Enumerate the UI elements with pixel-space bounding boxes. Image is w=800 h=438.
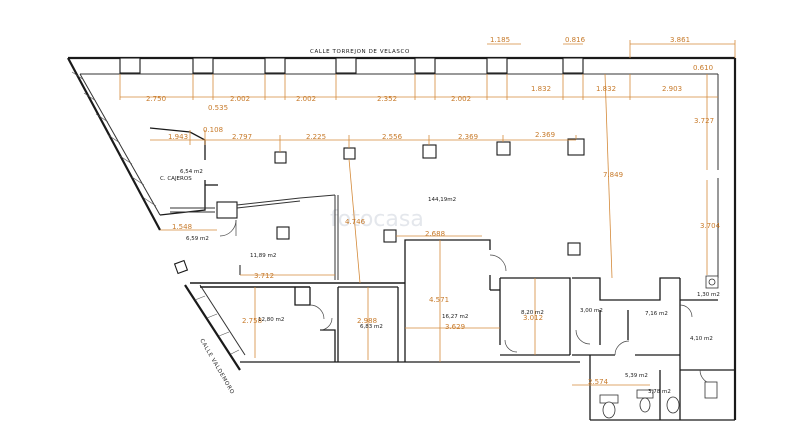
dim-1943: 1.943 [168,133,188,141]
street-left-label: CALLE VALDEMORO [198,338,235,396]
area-room-i: 4,10 m2 [690,336,713,342]
area-room-g: 7,16 m2 [645,311,668,317]
dim-3629: 3.629 [445,323,465,331]
dim-1832-b: 1.832 [596,85,616,93]
street-top-label: CALLE TORREJON DE VELASCO [310,49,410,55]
dim-2002-b: 2.002 [296,95,316,103]
dim-2574: 2.574 [588,378,609,386]
dim-2758: 2.758 [242,317,262,325]
dim-2352: 2.352 [377,95,397,103]
dim-0610: 0.610 [693,64,713,72]
sanitary-fixtures [599,275,719,419]
dim-2903: 2.903 [662,85,682,93]
area-entry: 6,59 m2 [186,236,209,242]
dim-2988: 2.988 [357,317,377,325]
dim-1548: 1.548 [172,223,192,231]
dim-2688: 2.688 [425,230,445,238]
dim-3712: 3.712 [254,272,274,280]
dim-7849: 7.849 [603,171,623,179]
area-office-d: 16,27 m2 [442,314,468,320]
area-room-k: 3,78 m2 [648,389,671,395]
dim-2797: 2.797 [232,133,252,141]
area-office-c: 6,83 m2 [360,324,383,330]
dim-2369-a: 2.369 [458,133,478,141]
area-main: 144,19m2 [428,197,456,203]
area-office-a: 11,89 m2 [250,253,276,259]
dim-4571: 4.571 [429,296,449,304]
structural-columns [119,57,585,275]
dim-2369-b: 2.369 [535,131,555,139]
dim-1832-a: 1.832 [531,85,551,93]
dim-0535: 0.535 [208,104,228,112]
dim-3861: 3.861 [670,36,690,44]
area-room-h: 1,30 m2 [697,292,720,298]
dim-2750: 2.750 [146,95,166,103]
dim-0816: 0.816 [565,36,586,44]
dim-2225: 2.225 [306,133,326,141]
dim-2002-a: 2.002 [230,95,250,103]
dim-1185: 1.185 [490,36,510,44]
dim-3704: 3.704 [700,222,721,230]
dim-3727: 3.727 [694,117,714,125]
area-room-j: 5,39 m2 [625,373,648,379]
area-office-b: 12,80 m2 [258,317,284,323]
dim-4746: 4.746 [345,218,366,226]
watermark: fotocasa [330,207,424,232]
room-name-cajeros: C. CAJEROS [160,176,192,182]
area-room-f: 3,00 m2 [580,308,603,314]
door-swings [219,219,715,385]
outer-walls [67,56,737,421]
dim-2002-c: 2.002 [451,95,471,103]
dim-3012: 3.012 [523,314,543,322]
dimension-lines [119,40,736,386]
dim-2556: 2.556 [382,133,403,141]
area-office-e: 8,20 m2 [521,310,544,316]
area-cajeros: 6,54 m2 [180,169,203,175]
dimension-labels: 1.185 0.816 3.861 2.750 2.002 2.002 2.35… [146,36,721,386]
dim-0108: 0.108 [203,126,223,134]
